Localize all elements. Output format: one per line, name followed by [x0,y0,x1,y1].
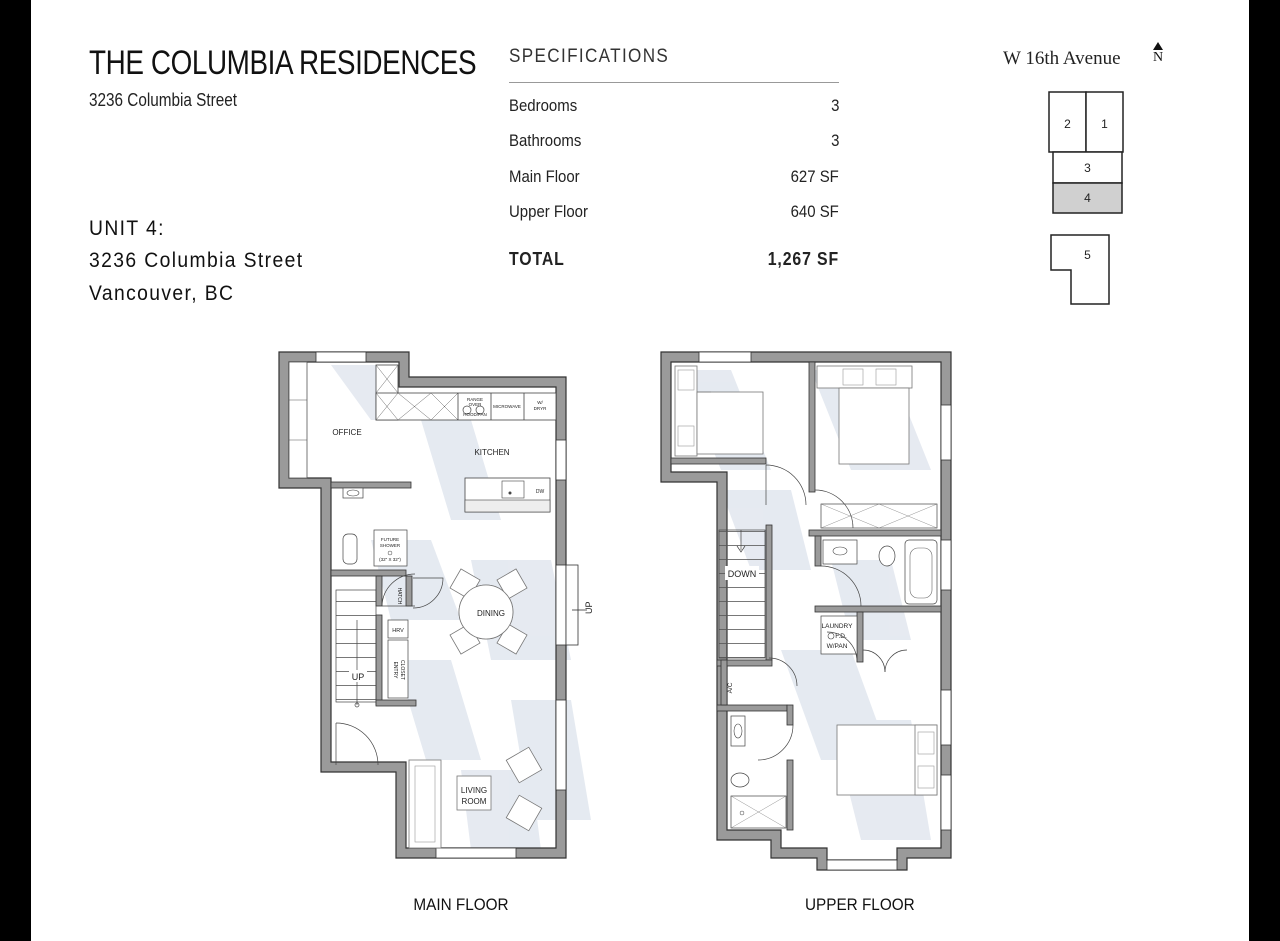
page-subtitle: 3236 Columbia Street [89,90,237,110]
future-shower-label-1: FUTURE [381,537,399,542]
street-name: W 16th Avenue [1003,48,1121,69]
unit-street: 3236 Columbia Street [89,249,304,272]
stair-down-label: DOWN [728,569,757,579]
room-living-label-1: LIVING [461,786,487,795]
stair-up-label: UP [352,672,365,682]
laundry-label-3: W/PAN [827,643,848,650]
spec-label: Main Floor [509,167,580,186]
spec-value: 640 SF [790,202,839,221]
range-label-3: HOOD/FAN [463,412,487,417]
north-arrow-head [1153,42,1163,50]
site-unit-label: 2 [1064,117,1071,131]
spec-total-label: TOTAL [509,249,565,269]
site-key-plan: 2 1 3 4 5 [1048,91,1124,305]
dishwasher-label: DW [536,489,545,495]
spec-value: 627 SF [790,167,839,186]
future-shower-label-3: (32" X 32") [379,557,401,562]
main-floor-caption: MAIN FLOOR [413,895,509,914]
ac-label: A/C [727,682,734,693]
site-unit-label: 3 [1084,161,1091,175]
spec-row-bathrooms: Bathrooms 3 [509,131,839,155]
spec-label: Bathrooms [509,131,582,150]
microwave-label: MICROWAVE [493,404,521,409]
north-arrow-icon: N [1151,42,1165,65]
site-unit-4-highlighted [1052,182,1123,214]
site-unit-label: 5 [1084,248,1091,262]
room-kitchen-label: KITCHEN [474,448,509,457]
laundry-label-2: F.D. [835,633,847,640]
spec-total-value: 1,267 SF [767,249,839,269]
unit-number: UNIT 4: [89,217,165,240]
north-label: N [1152,50,1164,65]
spec-label: Upper Floor [509,202,588,221]
main-floor-plan: UP RANGE OVER HOOD/FAN [278,351,594,859]
washer-dryer-label-2: DRYR [534,406,547,411]
closet-label-1: ENTRY [392,662,398,680]
upper-floor-plan: DOWN LAUNDRY F.D. W/PAN A/C [660,351,952,871]
hatch-label: HATCH [396,588,402,605]
room-living-label-2: ROOM [462,797,487,806]
floor-plans: UP RANGE OVER HOOD/FAN [278,351,952,871]
spec-value: 3 [830,131,839,150]
room-dining-label: DINING [477,609,505,618]
side-up-label: UP [584,601,594,614]
range-label-2: OVER [469,402,483,407]
room-office-label: OFFICE [332,428,361,437]
specifications-divider [509,82,839,83]
hrv-label: HRV [392,628,404,634]
spec-row-total: TOTAL 1,267 SF [509,249,839,273]
laundry-label-1: LAUNDRY [822,623,854,630]
site-unit-label: 1 [1101,117,1108,131]
upper-floor-caption: UPPER FLOOR [805,895,915,914]
specifications-heading: SPECIFICATIONS [509,46,670,67]
site-unit-label: 4 [1084,191,1091,205]
spec-row-bedrooms: Bedrooms 3 [509,96,839,120]
spec-label: Bedrooms [509,96,578,115]
site-unit-5 [1050,234,1110,305]
closet-label-2: CLOSET [399,660,405,680]
unit-city: Vancouver, BC [89,282,235,305]
page-title: THE COLUMBIA RESIDENCES [89,44,477,82]
future-shower-label-2: SHOWER [380,543,401,548]
range-label-1: RANGE [467,397,483,402]
washer-dryer-label-1: W/ [537,400,543,405]
spec-value: 3 [830,96,839,115]
site-unit-2 [1048,91,1087,153]
spec-row-upper-floor: Upper Floor 640 SF [509,202,839,226]
floor-plan-sheet: THE COLUMBIA RESIDENCES 3236 Columbia St… [31,0,1249,941]
spec-row-main-floor: Main Floor 627 SF [509,167,839,191]
